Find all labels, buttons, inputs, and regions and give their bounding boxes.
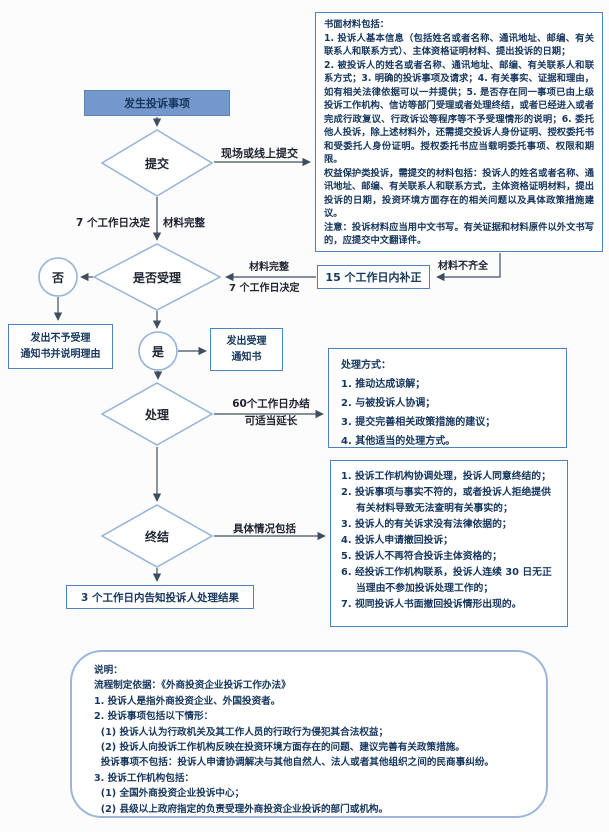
connector-materials-to-supplement xyxy=(436,253,501,282)
result-box: 3 个工作日内告知投诉人处理结果 xyxy=(66,585,254,609)
termination-condition-item: 4. 投诉人申请撤回投诉； xyxy=(341,535,453,546)
handling-method-item: 2. 与被投诉人协调； xyxy=(341,398,436,409)
edge-label-7days-decide-left: 7 个工作日决定 xyxy=(76,217,150,229)
reject-notice-box: 发出不予受理 通知书并说明理由 xyxy=(8,324,113,369)
handling-method-item: 4. 其他适当的处理方式。 xyxy=(341,436,456,447)
edge-label-extend: 可适当延长 xyxy=(244,415,298,427)
no-circle xyxy=(38,257,78,297)
edge-label-7days-decide-bottom: 7 个工作日决定 xyxy=(229,283,300,294)
end-diamond-label: 终结 xyxy=(144,529,169,544)
submit-diamond-label: 提交 xyxy=(144,156,169,171)
review-diamond xyxy=(92,243,222,311)
edge-label-materials-complete-top: 材料完整 xyxy=(249,262,289,273)
termination-condition-item: 3. 投诉人的有关诉求没有法律依据的； xyxy=(341,519,512,530)
supplement-box: 15 个工作日内补正 xyxy=(317,265,430,289)
termination-condition-item: 5. 投诉人不再符合投诉主体资格的； xyxy=(341,551,502,562)
handling-methods-title: 处理方式： xyxy=(341,360,391,371)
handling-methods-box: 处理方式： 1. 推动达成谅解； 2. 与被投诉人协调； 3. 提交完善相关政策… xyxy=(328,348,567,448)
edge-label-onsite-submit: 现场或线上提交 xyxy=(221,147,298,160)
termination-condition-item: 2. 投诉事项与事实不符的，或者投诉人拒绝提供有关材料导致无法查明有关事实的； xyxy=(341,487,551,514)
handling-method-item: 1. 推动达成谅解； xyxy=(341,379,426,390)
start-node: 发生投诉事项 xyxy=(84,90,230,116)
written-materials-box: 书面材料包括： 1. 投诉人基本信息（包括姓名或者名称、通讯地址、邮编、有关联系… xyxy=(315,12,603,252)
edge-label-situations: 具体情况包括 xyxy=(233,523,296,535)
handle-diamond xyxy=(100,382,214,446)
edge-label-materials-incomplete: 材料不齐全 xyxy=(438,261,488,272)
handling-method-item: 3. 提交完善相关政策措施的建议； xyxy=(341,417,496,428)
termination-condition-item: 7. 视同投诉人书面撤回投诉情形出现的。 xyxy=(341,599,522,610)
termination-condition-item: 6. 经投诉工作机构联系，投诉人连续 30 日无正当理由不参加投诉处理工作的； xyxy=(341,567,552,594)
edge-label-60days: 60个工作日办结 xyxy=(232,398,310,410)
yes-circle xyxy=(138,331,178,371)
termination-conditions-box: 1. 投诉工作机构协调处理，投诉人同意终结的； 2. 投诉事项与事实不符的，或者… xyxy=(330,460,568,627)
yes-circle-label: 是 xyxy=(151,344,164,359)
note-panel: 说明： 流程制定依据：《外商投资企业投诉工作办法》 1. 投诉人是指外商投资企业… xyxy=(70,650,548,818)
review-diamond-label: 是否受理 xyxy=(132,270,181,285)
termination-condition-item: 1. 投诉工作机构协调处理，投诉人同意终结的； xyxy=(341,471,551,482)
end-diamond xyxy=(100,504,214,568)
accept-notice-box: 发出受理 通知书 xyxy=(210,328,283,371)
submit-diamond xyxy=(100,129,214,197)
edge-label-materials-complete-right: 材料完整 xyxy=(163,217,205,229)
start-node-label: 发生投诉事项 xyxy=(124,97,190,110)
no-circle-label: 否 xyxy=(51,270,64,285)
handle-diamond-label: 处理 xyxy=(144,407,169,422)
